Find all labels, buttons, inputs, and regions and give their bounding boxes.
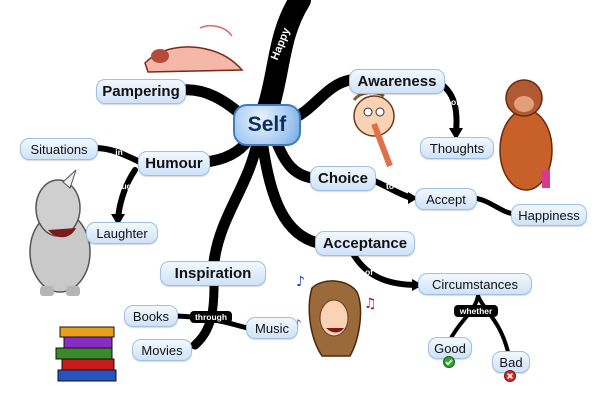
link-bad [476, 294, 510, 354]
node-good[interactable]: Good [428, 337, 472, 359]
node-pampering-label: Pampering [102, 83, 180, 100]
svg-text:♫: ♫ [364, 296, 377, 312]
link-label-of-acceptance: of [364, 267, 374, 277]
node-situations[interactable]: Situations [20, 138, 98, 160]
arrow-accept [408, 192, 418, 204]
node-circumstances-label: Circumstances [432, 276, 518, 292]
link-good [448, 294, 480, 342]
reclining-figure-illustration [144, 24, 244, 73]
node-humour[interactable]: Humour [138, 151, 210, 176]
node-thoughts-label: Thoughts [429, 140, 485, 156]
orangutan-illustration [499, 79, 553, 191]
node-accept-label: Accept [426, 191, 466, 207]
node-music-label: Music [255, 320, 289, 336]
node-bad-label: Bad [499, 354, 523, 370]
node-choice[interactable]: Choice [310, 166, 376, 191]
node-happiness[interactable]: Happiness [511, 204, 587, 226]
center-node-self[interactable]: Self [233, 104, 301, 146]
node-humour-label: Humour [145, 155, 203, 172]
node-awareness-label: Awareness [357, 73, 437, 90]
music-singer-illustration: ♪ ♫ ♪ [294, 274, 377, 357]
branch-inspiration [208, 132, 264, 268]
arrow-thoughts [449, 128, 463, 140]
arrow-laughter [111, 214, 125, 226]
stack-of-books-illustration [55, 326, 117, 382]
link-circumstances [349, 249, 421, 288]
node-accept[interactable]: Accept [415, 188, 477, 210]
link-label-through-humour: through [104, 181, 138, 191]
center-node-label: Self [247, 113, 287, 136]
node-movies-label: Movies [141, 342, 183, 358]
rhino-laughing-illustration [29, 169, 91, 296]
node-thoughts[interactable]: Thoughts [420, 137, 494, 159]
cross-badge-icon [504, 370, 516, 382]
check-badge-icon [443, 356, 455, 368]
branch-happy [257, 0, 311, 119]
link-label-in: in [115, 147, 123, 157]
link-happiness [471, 195, 517, 217]
node-acceptance[interactable]: Acceptance [315, 231, 415, 256]
node-books[interactable]: Books [124, 305, 178, 327]
node-movies[interactable]: Movies [132, 339, 192, 361]
link-label-through-inspiration: through [190, 311, 232, 323]
node-good-label: Good [434, 340, 466, 356]
link-situations [92, 145, 143, 165]
node-inspiration-label: Inspiration [174, 265, 252, 282]
branch-acceptance [256, 134, 324, 249]
link-label-whether: whether [454, 305, 498, 317]
node-bad[interactable]: Bad [492, 351, 530, 373]
node-awareness[interactable]: Awareness [349, 69, 445, 94]
node-happiness-label: Happiness [518, 207, 580, 223]
arrow-circumstances [412, 279, 423, 291]
node-acceptance-label: Acceptance [322, 235, 408, 252]
thinking-man-illustration [352, 91, 395, 168]
link-label-to: to [385, 181, 395, 191]
node-music[interactable]: Music [246, 317, 298, 339]
link-label-of-awareness: of [450, 97, 460, 107]
node-circumstances[interactable]: Circumstances [418, 273, 532, 295]
node-laughter[interactable]: Laughter [86, 222, 158, 244]
svg-text:♪: ♪ [296, 274, 305, 290]
node-pampering[interactable]: Pampering [96, 79, 186, 104]
node-choice-label: Choice [317, 170, 368, 187]
link-laughter [115, 167, 138, 221]
node-laughter-label: Laughter [96, 225, 148, 241]
node-books-label: Books [132, 308, 170, 324]
node-inspiration[interactable]: Inspiration [160, 261, 266, 286]
node-situations-label: Situations [30, 141, 88, 157]
